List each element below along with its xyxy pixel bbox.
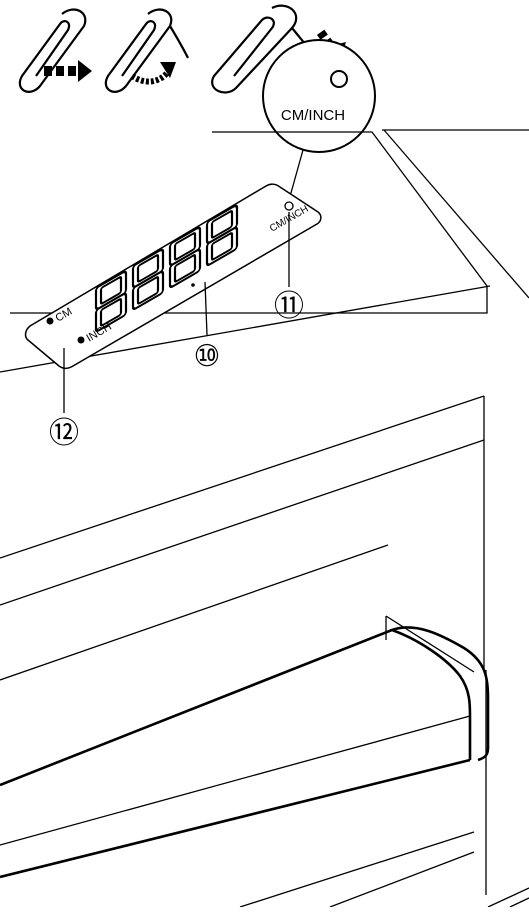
digit-1: [94, 270, 128, 333]
digit-4: [205, 204, 239, 267]
marker-10: ⑩: [194, 340, 221, 373]
paperclip-icon-2: [104, 8, 189, 93]
marker-11: ⑪: [274, 290, 304, 323]
cm-inch-callout: CM/INCH: [262, 39, 376, 153]
callout-leader-line: [288, 149, 304, 201]
dashed-arrow-right-icon: [44, 60, 92, 82]
cm-indicator-dot: [46, 317, 54, 325]
button-hole-icon: [330, 70, 348, 88]
base-lines: [239, 670, 529, 908]
paperclip-icon-1: [18, 8, 87, 93]
cm-inch-button[interactable]: [284, 201, 294, 211]
curved-arrow-icon: [130, 62, 176, 85]
display-panel: CM INCH CM/INCH: [24, 183, 322, 369]
callout-button-label: CM/INCH: [281, 107, 345, 124]
leader-line-10: [204, 281, 208, 336]
digit-2: [131, 248, 165, 311]
handle-bar: [0, 626, 490, 879]
decimal-point: [191, 283, 195, 287]
inch-indicator-dot: [77, 336, 85, 344]
seven-segment-display: [94, 204, 239, 333]
marker-12: ⑫: [49, 417, 79, 450]
unit-body: [0, 395, 485, 681]
digit-3: [168, 226, 202, 289]
